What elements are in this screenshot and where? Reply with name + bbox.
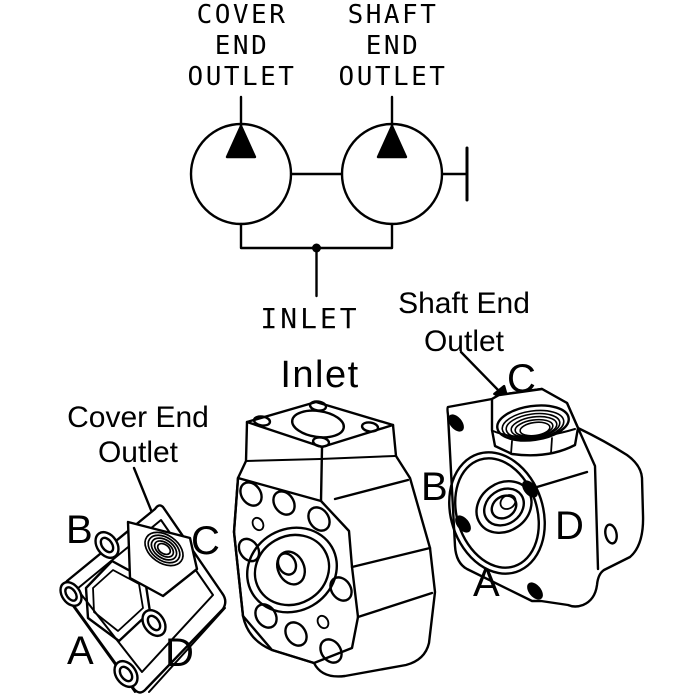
- facet-line: [535, 470, 589, 489]
- port-boss-facets: [510, 437, 553, 455]
- bore-outer-ring: [245, 526, 339, 614]
- bolt-hole-inner: [64, 586, 78, 602]
- schematic-cover-end-outlet-label: COVER END OUTLET: [187, 0, 297, 92]
- port-thread: [519, 421, 551, 437]
- cover-end-outlet-callout: Cover End Outlet: [67, 401, 209, 469]
- bolt-hole: [319, 638, 343, 664]
- bore-inner-ring: [253, 533, 331, 607]
- inlet-callout: Inlet: [280, 354, 360, 396]
- pump-schematic: [189, 95, 469, 298]
- shaft-end-flow-triangle: [376, 124, 408, 159]
- port-thread: [153, 540, 175, 558]
- port-thread: [144, 531, 184, 567]
- front-flange-outline: [232, 476, 360, 665]
- bolt-hole: [272, 490, 296, 516]
- shaft-cover-letter-a: A: [473, 561, 500, 605]
- port-rim: [496, 404, 570, 442]
- bolt-hole: [329, 576, 353, 602]
- bolt-hole: [239, 481, 263, 507]
- bolt-hole: [307, 506, 331, 532]
- boss-outer-ring: [448, 451, 546, 575]
- cover-plate-letter-c: C: [191, 519, 220, 563]
- port-thread: [505, 412, 561, 440]
- port-thread: [150, 537, 178, 561]
- facet-line: [333, 478, 410, 501]
- top-bolt-hole: [311, 436, 331, 448]
- block-skirt-edge: [245, 455, 396, 462]
- inlet-body-drawing: [232, 400, 437, 678]
- flange-slot: [455, 515, 471, 533]
- top-bolt-hole: [308, 400, 328, 412]
- bolt-hole: [237, 537, 261, 563]
- shaft-end-arrow-line: [459, 350, 502, 394]
- block-front-edge: [319, 446, 324, 503]
- cover-end-flow-triangle: [225, 124, 257, 159]
- bolt-hole-inner: [118, 665, 134, 683]
- cover-plate-letter-a: A: [67, 629, 94, 673]
- recess-inner: [92, 569, 144, 632]
- schematic-shaft-end-outlet-label: SHAFT END OUTLET: [338, 0, 448, 92]
- bolt-hole-inner: [99, 536, 115, 554]
- shaft-cover-letter-c: C: [507, 357, 536, 401]
- plate-thickness-edge: [148, 607, 226, 693]
- shaft-end-outlet-callout: Shaft End Outlet: [398, 287, 530, 358]
- cover-plate-letter-b: B: [66, 508, 93, 552]
- shaft-cover-letter-d: D: [555, 504, 584, 548]
- shaft-cover-letter-b: B: [421, 465, 448, 509]
- bracket-fold-edge: [576, 426, 600, 571]
- facet-line: [356, 591, 434, 619]
- bracket-slot-hole: [604, 523, 618, 545]
- shaft-end-cover-drawing: [446, 387, 645, 608]
- port-thread: [510, 415, 558, 439]
- cover-end-plate-drawing: [59, 504, 227, 694]
- flange-slot: [527, 582, 543, 600]
- shaft-bore-mid: [483, 487, 525, 527]
- bolt-hole-inner: [146, 614, 162, 632]
- facet-line: [350, 546, 432, 569]
- top-bolt-hole: [252, 415, 272, 427]
- center-bore-inner: [276, 552, 298, 576]
- cover-end-arrow-line: [132, 466, 155, 517]
- schematic-inlet-label: INLET: [260, 302, 360, 335]
- shaft-bore-highlight: [499, 494, 517, 510]
- port-thread: [501, 409, 565, 441]
- port-thread: [147, 534, 181, 564]
- flange-slot: [448, 414, 464, 432]
- bolt-hole: [284, 621, 308, 647]
- flange-slot: [522, 480, 538, 498]
- dowel-hole: [251, 516, 265, 532]
- port-thread: [156, 542, 172, 556]
- top-bolt-hole: [360, 421, 380, 433]
- dowel-hole: [316, 614, 330, 630]
- cover-plate-letter-d: D: [165, 631, 194, 675]
- bolt-hole: [254, 603, 278, 629]
